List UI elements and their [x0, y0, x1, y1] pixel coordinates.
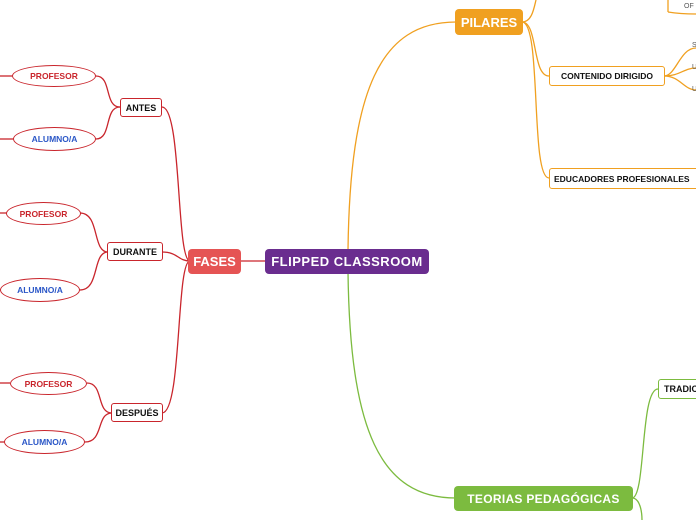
subtopic-educadores-profesionales-label: EDUCADORES PROFESIONALES [554, 173, 690, 184]
connector-of-line [667, 11, 696, 15]
connector-central-teorias [347, 271, 457, 499]
fragment-u1-label: U [692, 64, 696, 71]
connector-contenido-sub3 [663, 75, 696, 91]
subtopic-despues-label: DESPUÉS [115, 407, 159, 418]
topic-pilares[interactable]: PILARES [455, 9, 523, 35]
connector-durante-alumno [79, 251, 109, 291]
subtopic-educadores-profesionales[interactable]: EDUCADORES PROFESIONALES [549, 168, 696, 189]
antes-alumno-label: ALUMNO/A [31, 134, 78, 144]
connector-pilares-contenido [521, 21, 550, 77]
fragment-s-label: S [692, 42, 696, 49]
connector-pilares-educadores [521, 21, 550, 179]
connector-antes-profesor [95, 75, 121, 108]
despues-profesor-label: PROFESOR [24, 378, 73, 389]
connector-central-pilares [347, 21, 457, 251]
durante-alumno[interactable]: ALUMNO/A [0, 278, 80, 302]
antes-profesor[interactable]: PROFESOR [12, 65, 96, 87]
connector-fases-antes [161, 106, 191, 262]
fragment-u2-label: U [692, 86, 696, 93]
connector-despues-profesor [86, 382, 113, 414]
subtopic-durante[interactable]: DURANTE [107, 242, 163, 261]
subtopic-contenido-dirigido[interactable]: CONTENIDO DIRIGIDO [549, 66, 665, 86]
connector-pilares-up [521, 0, 537, 23]
topic-fases-label: FASES [193, 254, 236, 269]
antes-profesor-label: PROFESOR [30, 71, 78, 81]
topic-fases[interactable]: FASES [188, 249, 241, 274]
connector-fases-durante [161, 251, 191, 262]
connector-antes-alumno [95, 106, 121, 140]
subtopic-durante-label: DURANTE [113, 246, 157, 257]
central-topic[interactable]: FLIPPED CLASSROOM [265, 249, 429, 274]
subtopic-contenido-dirigido-label: CONTENIDO DIRIGIDO [560, 71, 654, 81]
durante-profesor[interactable]: PROFESOR [6, 202, 81, 225]
topic-pilares-label: PILARES [460, 14, 518, 30]
durante-profesor-label: PROFESOR [19, 208, 68, 219]
connector-teorias-tradic [631, 388, 659, 499]
subtopic-tradic[interactable]: TRADIC [658, 379, 696, 399]
subtopic-antes[interactable]: ANTES [120, 98, 162, 117]
despues-alumno-label: ALUMNO/A [21, 437, 68, 447]
despues-alumno[interactable]: ALUMNO/A [4, 430, 85, 454]
connector-despues-alumno [84, 412, 113, 443]
subtopic-tradic-label: TRADIC [664, 384, 696, 394]
durante-alumno-label: ALUMNO/A [17, 285, 63, 295]
despues-profesor[interactable]: PROFESOR [10, 372, 87, 395]
fragment-of-label: OF [684, 3, 694, 10]
antes-alumno[interactable]: ALUMNO/A [13, 127, 96, 151]
connector-durante-profesor [79, 212, 109, 253]
connector-fases-despues [161, 260, 191, 414]
topic-teorias-pedagogicas[interactable]: TEORIAS PEDAGÓGICAS [454, 486, 633, 511]
subtopic-antes-label: ANTES [125, 102, 157, 113]
connector-contenido-sub [663, 47, 696, 77]
subtopic-despues[interactable]: DESPUÉS [111, 403, 163, 422]
connector-teorias-down [631, 497, 643, 520]
central-topic-label: FLIPPED CLASSROOM [271, 254, 423, 269]
topic-teorias-pedagogicas-label: TEORIAS PEDAGÓGICAS [467, 491, 620, 506]
